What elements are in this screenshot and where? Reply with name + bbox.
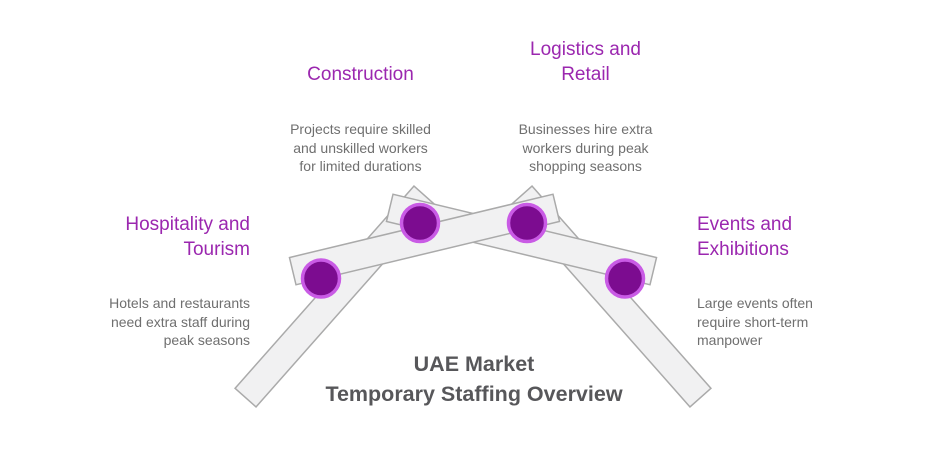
branch-construction: Construction Projects require skilled an… [268,44,453,194]
node-events-circle [604,258,646,299]
branch-logistics: Logistics and Retail Businesses hire ext… [493,19,678,194]
node-hospitality-circle [300,258,342,299]
branch-events-heading: Events and Exhibitions [697,214,793,260]
branch-logistics-description: Businesses hire extra workers during pea… [518,121,653,174]
branch-construction-heading: Construction [307,64,414,85]
branch-hospitality-heading: Hospitality and Tourism [125,214,250,260]
node-construction-circle [399,202,441,244]
branch-logistics-heading: Logistics and Retail [530,39,641,85]
branch-events-description: Large events often require short-term ma… [697,295,813,348]
node-logistics-circle [506,202,548,244]
nodes [300,202,646,299]
page-title: UAE Market Temporary Staffing Overview [325,352,623,406]
branch-events: Events and Exhibitions Large events ofte… [697,194,847,368]
branch-hospitality: Hospitality and Tourism Hotels and resta… [88,194,250,368]
branch-hospitality-description: Hotels and restaurants need extra staff … [109,295,250,348]
branch-construction-description: Projects require skilled and unskilled w… [290,121,431,174]
